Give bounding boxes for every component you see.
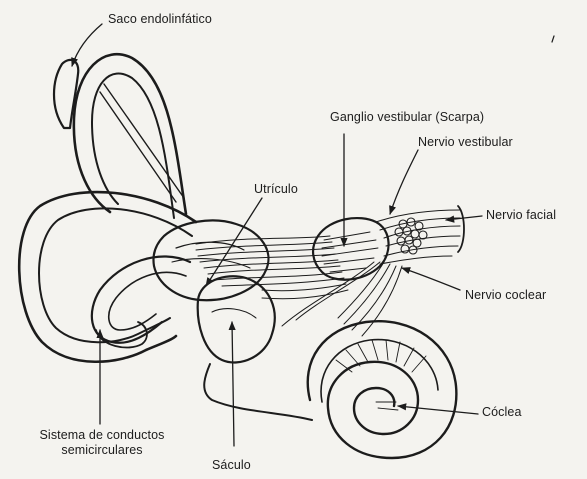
label-nervio-vestibular: Nervio vestibular [418, 135, 513, 149]
arrow-coclear [402, 268, 460, 290]
canal-crus-commune-b [104, 84, 184, 198]
arrow-coclea [398, 406, 478, 414]
utricle-body [153, 220, 268, 300]
stray-mark [552, 36, 554, 42]
label-sistema-conductos-line2: semicirculares [26, 443, 178, 457]
cochlea-hatching [336, 340, 426, 410]
arrow-vestibular [390, 150, 418, 214]
saccule-detail [212, 309, 256, 318]
label-saculo: Sáculo [212, 458, 251, 472]
saccule-body [198, 276, 275, 362]
cochlear-nerve-fibres [282, 262, 402, 336]
label-nervio-coclear: Nervio coclear [465, 288, 546, 302]
label-saco-endolinfatico: Saco endolinfático [108, 12, 212, 26]
label-nervio-facial: Nervio facial [486, 208, 556, 222]
semicircular-canal-lateral-inner [109, 272, 186, 330]
label-sistema-conductos-line1: Sistema de conductos [26, 428, 178, 442]
semicircular-canal-lateral [92, 257, 190, 343]
utricle-fold-2 [172, 259, 250, 268]
cochlea-outer [308, 321, 457, 458]
canal-crus-commune-a [100, 92, 176, 202]
vestibular-nerve-fibres [196, 236, 348, 299]
nerve-trunk-cap [458, 206, 464, 252]
arrow-saculo [232, 322, 234, 446]
semicircular-canal-posterior-inner [39, 208, 192, 342]
lower-vestibule [204, 364, 312, 420]
label-ganglio-vestibular: Ganglio vestibular (Scarpa) [330, 110, 484, 124]
label-coclea: Cóclea [482, 405, 522, 419]
semicircular-canal-posterior-outer [19, 192, 196, 362]
label-utriculo: Utrículo [254, 182, 298, 196]
cochlea-inner [321, 340, 438, 402]
